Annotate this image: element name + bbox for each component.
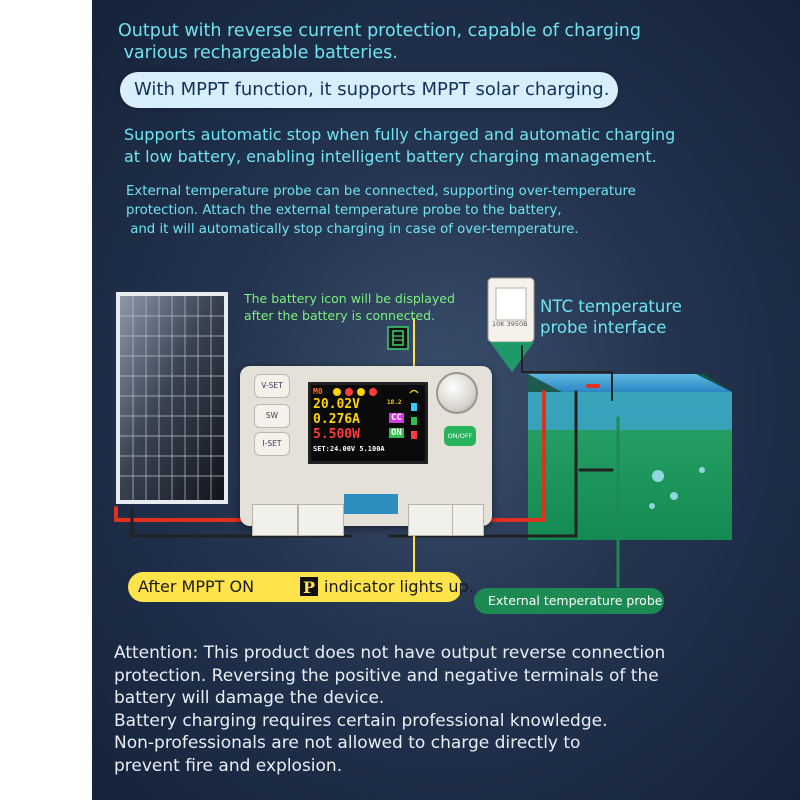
attention-line-3: battery will damage the device. xyxy=(114,688,385,708)
battery-icon xyxy=(387,326,409,350)
illustration xyxy=(114,277,732,588)
mount-foot xyxy=(408,504,454,536)
lcd-status-icons xyxy=(407,385,421,455)
temp-line-3: and it will automatically stop charging … xyxy=(126,222,579,237)
header-line-1: Output with reverse current protection, … xyxy=(118,21,642,41)
lcd-status-dot xyxy=(345,388,353,396)
mppt-banner-text-before: After MPPT ON xyxy=(138,577,255,596)
vset-button[interactable]: V-SET xyxy=(254,374,290,398)
ntc-interface-label: NTC temperature probe interface xyxy=(540,296,682,338)
iset-button[interactable]: I-SET xyxy=(254,432,290,456)
lcd-status-dot xyxy=(369,388,377,396)
reverse-protection-text: Output with reverse current protection, … xyxy=(118,20,641,64)
battery-note-line-1: The battery icon will be displayed xyxy=(244,291,455,306)
attention-line-5: Non-professionals are not allowed to cha… xyxy=(114,733,581,753)
header-line-2: various rechargeable batteries. xyxy=(118,43,398,63)
lcd-current: 0.276A xyxy=(313,412,360,427)
lcd-mode: M0 xyxy=(313,387,323,396)
mount-foot xyxy=(298,504,344,536)
temp-line-2: protection. Attach the external temperat… xyxy=(126,203,562,218)
lcd-set-values: SET:24.00V 5.100A xyxy=(313,445,385,453)
auto-charge-text: Supports automatic stop when fully charg… xyxy=(124,124,675,168)
mppt-indicator-banner: After MPPT ON P indicator lights up. xyxy=(128,572,474,602)
battery-icon-note: The battery icon will be displayed after… xyxy=(244,290,455,324)
ntc-line-1: NTC temperature xyxy=(540,297,682,316)
lcd-on-badge: ON xyxy=(389,428,404,438)
mount-foot xyxy=(452,504,484,536)
attention-line-4: Battery charging requires certain profes… xyxy=(114,710,608,731)
lcd-screen: M0 20.02V 0.276A 5.500W 18.2 CC ON SET:2… xyxy=(308,382,428,464)
charger-module: V-SET SW I-SET M0 20.02V 0.276A 5.500W 1… xyxy=(240,366,492,536)
lcd-power: 5.500W xyxy=(313,427,360,442)
terminal-block xyxy=(344,494,398,514)
mppt-pill-text: With MPPT function, it supports MPPT sol… xyxy=(134,79,610,100)
ntc-connector xyxy=(487,277,535,372)
attention-line-1: Attention: This product does not have ou… xyxy=(114,643,666,663)
lcd-status-dot xyxy=(333,388,341,396)
attention-line-2: protection. Reversing the positive and n… xyxy=(114,665,659,686)
temp-line-1: External temperature probe can be connec… xyxy=(126,184,636,199)
mppt-pill: With MPPT function, it supports MPPT sol… xyxy=(120,72,618,108)
lcd-cc-badge: CC xyxy=(389,413,404,423)
ntc-part-label: 10K 3950B xyxy=(492,320,528,328)
attention-line-6: prevent fire and explosion. xyxy=(114,755,343,776)
solar-panel xyxy=(116,292,228,504)
external-probe-pill: External temperature probe xyxy=(474,588,664,614)
ntc-line-2: probe interface xyxy=(540,318,667,337)
external-probe-label: External temperature probe xyxy=(488,593,663,608)
mount-foot xyxy=(252,504,298,536)
rotary-knob[interactable] xyxy=(436,372,478,414)
battery-note-line-2: after the battery is connected. xyxy=(244,308,436,323)
mppt-p-icon: P xyxy=(299,576,319,597)
product-infographic: Output with reverse current protection, … xyxy=(92,0,800,800)
onoff-button[interactable]: ON/OFF xyxy=(444,426,476,446)
auto-line-1: Supports automatic stop when fully charg… xyxy=(124,125,676,144)
lcd-temp: 18.2 xyxy=(387,399,402,406)
mppt-banner-text-after: indicator lights up. xyxy=(324,577,474,596)
lcd-status-dot xyxy=(357,388,365,396)
attention-notice: Attention: This product does not have ou… xyxy=(114,642,794,777)
lcd-voltage: 20.02V xyxy=(313,397,360,412)
sw-button[interactable]: SW xyxy=(254,404,290,428)
auto-line-2: at low battery, enabling intelligent bat… xyxy=(124,147,657,166)
battery xyxy=(528,374,732,540)
temperature-text: External temperature probe can be connec… xyxy=(126,182,636,239)
